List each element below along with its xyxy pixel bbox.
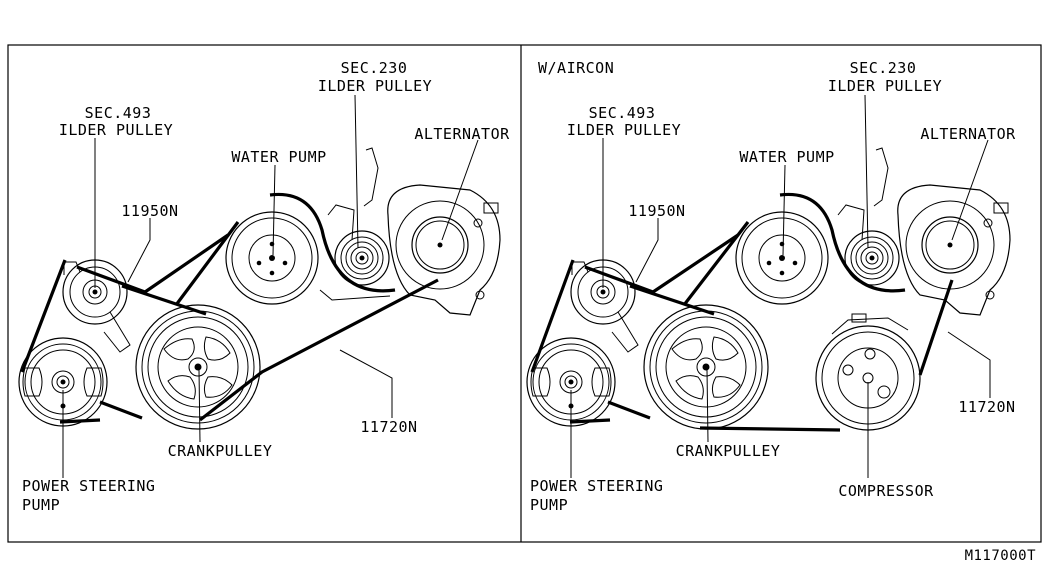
alternator-pulley [387,184,501,316]
idler-pulley-230 [334,230,390,286]
label-11720n-ac: 11720N [958,398,1015,416]
leader-crank [198,369,201,443]
leader-alternator-ac [951,139,989,241]
label-sec-230: SEC.230 [341,59,408,77]
label-11950n-ac: 11950N [628,202,685,220]
label-alternator-ac: ALTERNATOR [920,125,1016,143]
label-power-steering: POWER STEERING [22,477,155,495]
leader-idler-230-ac [864,94,869,249]
belt-11720n-ac [607,221,954,432]
label-idler-493: ILDER PULLEY [59,121,173,139]
label-crank-pulley-ac: CRANKPULLEY [676,442,781,460]
belt-11720n [99,221,240,420]
alternator-pulley-ac [897,184,1011,316]
label-idler-493-ac: ILDER PULLEY [567,121,681,139]
panel-standard: SEC.230 ILDER PULLEY SEC.493 ILDER PULLE… [18,59,510,514]
leader-water-pump-ac [782,164,786,256]
label-sec-493-ac: SEC.493 [589,104,656,122]
label-pump-ac: PUMP [530,496,568,514]
idler-pulley-230-ac [844,230,900,286]
panel-aircon: W/AIRCON SEC.230 ILDER PULLEY SEC.493 IL… [526,59,1016,514]
belt-11950n-ac [530,192,906,424]
label-pump: PUMP [22,496,60,514]
idler-493-arm-ac [611,311,639,353]
leader-11950n-ac [635,218,659,283]
idler-230-bracket-ac [837,204,865,241]
label-power-steering-ac: POWER STEERING [530,477,663,495]
tensioner-rod-ac [873,147,889,207]
leader-alternator [441,139,479,241]
label-idler-230-ac: ILDER PULLEY [828,77,942,95]
panel-heading: W/AIRCON [538,59,614,77]
idler-230-bracket [327,204,355,241]
label-11950n: 11950N [121,202,178,220]
leader-idler-230 [354,94,359,249]
diagram-frame [7,44,1042,543]
label-sec-493: SEC.493 [85,104,152,122]
tensioner-rod [363,147,379,207]
water-pump-pulley-ac [735,211,829,305]
crank-pulley [135,304,261,430]
leader-11720n-ac [947,331,991,398]
leader-11950n [127,218,151,283]
label-alternator: ALTERNATOR [414,125,510,143]
label-idler-230: ILDER PULLEY [318,77,432,95]
label-compressor: COMPRESSOR [838,482,934,500]
label-sec-230-ac: SEC.230 [850,59,917,77]
crank-pulley-ac [643,304,769,430]
figure-code: M117000T [965,548,1037,564]
label-11720n: 11720N [360,418,417,436]
idler-493-arm [103,311,131,353]
leader-crank-ac [706,369,709,443]
label-crank-pulley: CRANKPULLEY [168,442,273,460]
leader-11720n [339,349,393,418]
label-water-pump-ac: WATER PUMP [739,148,834,166]
water-pump-pulley [225,211,319,305]
alternator-mount [319,289,391,301]
label-water-pump: WATER PUMP [231,148,326,166]
leader-water-pump [272,164,276,256]
